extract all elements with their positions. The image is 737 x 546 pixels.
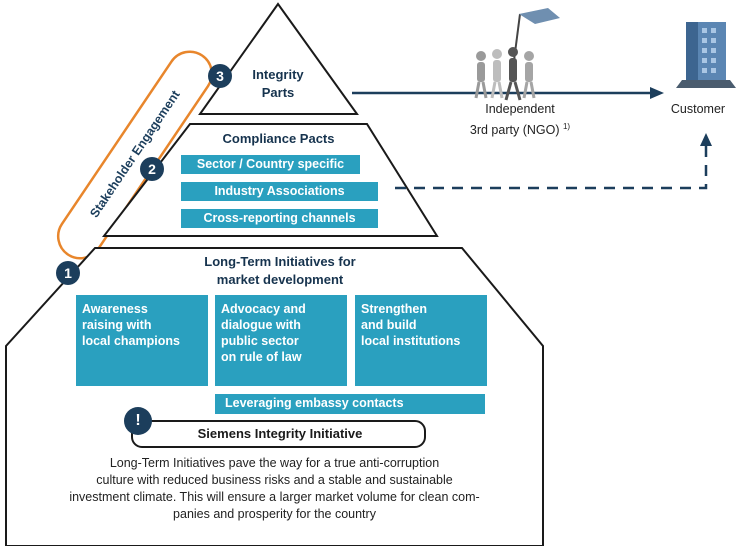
people-with-flag-icon xyxy=(474,8,560,101)
level1-box-advocacy-line: Advocacy and xyxy=(221,302,306,316)
level3-title-line1: Integrity xyxy=(252,67,304,82)
level3-number-badge: 3 xyxy=(208,64,232,88)
third-party-line2-text: 3rd party (NGO) xyxy=(469,123,560,138)
level1-box-advocacy-line: on rule of law xyxy=(221,350,302,364)
level1-box-awareness-line: raising with xyxy=(82,318,152,332)
level1-title-line2: market development xyxy=(216,272,344,287)
level1-box-advocacy-line: public sector xyxy=(221,334,299,348)
description-text: Long-Term Initiatives pave the way for a… xyxy=(12,455,537,523)
level1-box-awareness: Awareness raising with local champions xyxy=(76,295,208,386)
description-line: panies and prosperity for the country xyxy=(173,507,376,521)
office-building-icon xyxy=(676,22,736,88)
level2-title: Compliance Pacts xyxy=(222,131,335,146)
siemens-integrity-initiative-label: Siemens Integrity Initiative xyxy=(197,426,363,441)
level2-item-industry: Industry Associations xyxy=(181,182,378,201)
third-party-label: Independent 3rd party (NGO) 1) xyxy=(450,101,590,139)
level3-title: Integrity Parts xyxy=(230,66,326,102)
level1-box-strengthen-line: local institutions xyxy=(361,334,461,348)
level1-box-advocacy: Advocacy and dialogue with public sector… xyxy=(215,295,347,386)
third-party-footnote: 1) xyxy=(562,122,571,131)
level1-box-strengthen-line: Strengthen xyxy=(361,302,427,316)
level2-number-badge: 2 xyxy=(140,157,164,181)
dashed-connector xyxy=(395,145,708,190)
dashed-arrow-head xyxy=(700,133,712,146)
description-line: Long-Term Initiatives pave the way for a… xyxy=(109,456,440,470)
level1-title: Long-Term Initiatives for market develop… xyxy=(160,253,400,289)
customer-label: Customer xyxy=(670,102,726,116)
level2-item-cross-reporting: Cross-reporting channels xyxy=(181,209,378,228)
level1-box-awareness-line: Awareness xyxy=(82,302,148,316)
description-line: investment climate. This will ensure a l… xyxy=(69,490,480,504)
third-party-line2: 3rd party (NGO) 1) xyxy=(450,118,590,139)
embassy-contacts-box: Leveraging embassy contacts xyxy=(215,394,485,414)
level1-box-strengthen: Strengthen and build local institutions xyxy=(355,295,487,386)
level1-box-awareness-line: local champions xyxy=(82,334,180,348)
level3-title-line2: Parts xyxy=(261,85,295,100)
exclamation-badge: ! xyxy=(124,407,152,435)
level3-triangle xyxy=(198,2,359,115)
level2-item-sector: Sector / Country specific xyxy=(181,155,360,174)
arrow-head-customer xyxy=(650,87,664,99)
level1-box-strengthen-line: and build xyxy=(361,318,417,332)
level1-number-badge: 1 xyxy=(56,261,80,285)
third-party-line1: Independent xyxy=(485,102,555,116)
level1-box-advocacy-line: dialogue with xyxy=(221,318,301,332)
description-line: culture with reduced business risks and … xyxy=(96,473,453,487)
level2-trapezoid xyxy=(101,123,439,237)
level1-title-line1: Long-Term Initiatives for xyxy=(204,254,356,269)
